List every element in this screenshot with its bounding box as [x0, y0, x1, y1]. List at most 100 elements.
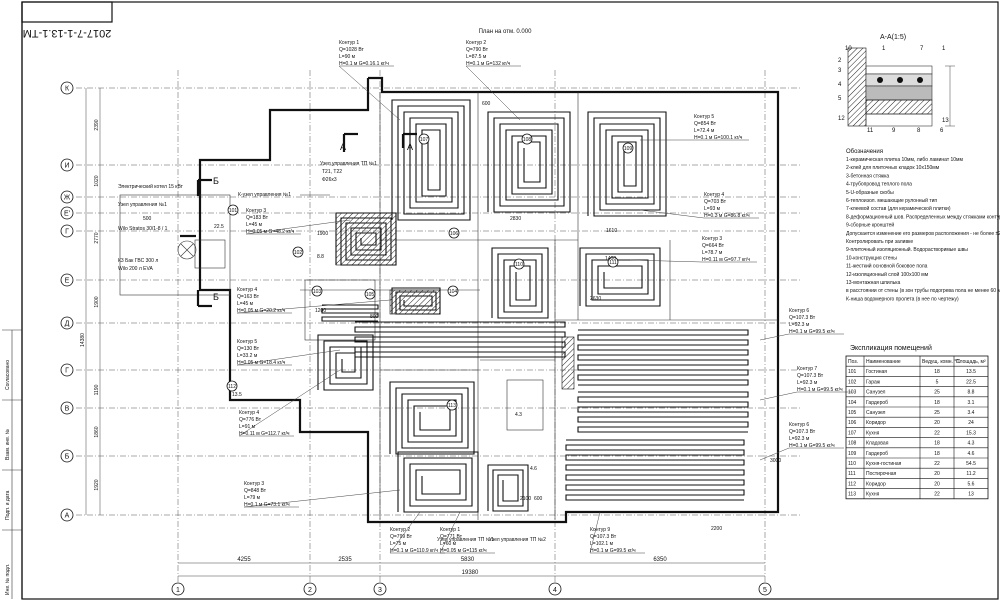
table-cell: 22: [934, 430, 940, 436]
axis-letter: Ж: [64, 195, 71, 202]
misc-dim: 600: [482, 101, 491, 107]
legend-item: 7-клеевой состав (для керамической плитк…: [846, 205, 951, 212]
contour-callouts: Контур 1Q=1028 ВтL=90 мH=0.1 м G=0.16.1 …: [236, 40, 852, 554]
contour-power: Q=776 Вт: [239, 417, 262, 423]
axis-number: 3: [378, 587, 382, 594]
contour-power: Q=183 Вт: [246, 215, 269, 221]
legend-item: 1-керамическая плитка 10мм, либо ламинат…: [846, 157, 963, 163]
table-cell: 54.5: [966, 461, 976, 467]
contour-flow: H=0.3 м G=86.8 кг/ч: [704, 213, 750, 219]
table-cell: 3.1: [968, 400, 975, 406]
table-cell: 8.8: [968, 390, 975, 396]
table-cell: 18: [934, 451, 940, 457]
heating-loops: [317, 99, 749, 513]
table-cell: 22: [934, 492, 940, 498]
dim-left: 1900: [94, 296, 100, 307]
heating-pipe-loop: [354, 321, 566, 358]
contour-callout: Контур 3Q=183 ВтL=45 мH=0.05 м G=48.2 кг…: [245, 208, 351, 235]
contour-power: Q=107.3 Вт: [590, 534, 617, 540]
table-cell: Гараж: [866, 379, 881, 385]
contour-title: Контур 5: [237, 339, 257, 345]
contour-power: Q=107.3 Вт: [797, 373, 824, 379]
contour-title: Контур 3: [246, 208, 266, 214]
misc-dim: 1610: [606, 228, 617, 234]
table-cell: 5.6: [968, 481, 975, 487]
left-title-strip: Согласовано Взам. инв. № Подп. и дата Ин…: [2, 329, 22, 599]
table-cell: 4.3: [968, 441, 975, 447]
section-num: 1: [882, 46, 886, 52]
contour-power: Q=130 Вт: [237, 346, 260, 352]
dim-bottom: 2535: [338, 557, 352, 563]
legend-item: 9-плиточный изоляционный. Водорастворимы…: [846, 246, 968, 253]
dim-left: 2390: [94, 119, 100, 130]
contour-length: L=87.5 м: [466, 54, 487, 60]
contour-power: Q=854 Вт: [694, 121, 717, 127]
section-num: 6: [940, 128, 944, 134]
misc-dim: 600: [534, 496, 543, 502]
contour-length: L=45 м: [246, 222, 263, 228]
manifold-label: К3 Бак ГВС 300 л: [118, 258, 158, 264]
legend-item: Допускается изменение его размеров распо…: [846, 231, 1000, 237]
heating-pipe-loop: [487, 464, 529, 512]
misc-dim: 500: [143, 216, 152, 222]
room-tag: 104: [449, 289, 458, 295]
section-num: 5: [838, 96, 842, 102]
room-tag: 105: [366, 292, 375, 298]
contour-flow: H=0.11 м G=97.7 кг/ч: [702, 257, 750, 263]
legend-item: К-ниша водомерного пролета (в нее по чер…: [846, 296, 959, 302]
room-tag: 106: [450, 231, 459, 237]
contour-flow: H=0.05 м G=20.2 кг/ч: [237, 308, 286, 314]
contour-title: Контур 1: [339, 40, 359, 46]
table-cell: 22: [934, 461, 940, 467]
legend-item: 5-U-образные скобы: [846, 190, 894, 196]
side-label: Подп. и дата: [5, 490, 11, 520]
contour-length: L=72.4 м: [694, 128, 715, 134]
contour-power: Q=790 Вт: [466, 47, 489, 53]
table-cell: Постирочная: [866, 471, 897, 477]
table-cell: 5: [936, 379, 939, 385]
contour-callout: Контур 6Q=107.3 ВтL=92.3 мH=0.1 м G=99.5…: [759, 422, 844, 461]
table-cell: 13: [968, 492, 974, 498]
table-cell: 13.5: [966, 369, 976, 375]
heating-pipe-loop: [491, 247, 549, 319]
table-header: Наименование: [866, 359, 901, 365]
table-cell: 104: [848, 400, 857, 406]
manifold-label: Ф26х3: [322, 177, 337, 183]
dim-left-total: 14380: [80, 333, 86, 347]
axis-letter: Е: [65, 278, 70, 285]
section-title: А-А(1:5): [880, 34, 906, 41]
heating-pipe-loop: [391, 99, 471, 221]
table-cell: 20: [934, 471, 940, 477]
stamp-code: 2017-7-1-13.1-ТМ: [23, 27, 112, 39]
legend-item: 9-сборные кронштей: [846, 222, 894, 229]
misc-dim: 2100: [520, 496, 531, 502]
contour-flow: H=0.05 м G=48.2 кг/ч: [246, 229, 295, 235]
section-num: 3: [838, 68, 842, 74]
contour-length: L=33.2 м: [237, 353, 258, 359]
heating-pipe-loop: [577, 391, 749, 433]
manifold-label: Wilo 200 л EVA: [118, 266, 153, 272]
axis-letter: А: [65, 513, 70, 520]
contour-length: L=60 м: [440, 541, 457, 547]
misc-dim: 3000: [770, 458, 781, 464]
axis-number: 1: [176, 587, 180, 594]
svg-text:Б: Б: [213, 176, 219, 186]
dim-bottom: 5830: [461, 557, 475, 563]
room-tag: 111: [609, 260, 617, 266]
table-cell: 11.2: [966, 471, 976, 477]
table-cell: Кладовая: [866, 441, 889, 447]
table-cell: Кухня-гостиная: [866, 461, 902, 467]
heating-pipe-loop: [587, 111, 667, 217]
contour-power: Q=107.3 Вт: [789, 315, 816, 321]
table-cell: 113: [848, 492, 856, 498]
contour-title: Контур 4: [237, 287, 257, 293]
room-tag: 101: [229, 208, 238, 214]
contour-title: Контур 6: [789, 422, 809, 428]
dim-left: 1020: [94, 175, 100, 186]
room-area: 13.5: [232, 392, 242, 398]
manifold-label: Узел управления ТП №1: [437, 537, 494, 543]
contour-power: Q=107.3 Вт: [789, 429, 816, 435]
